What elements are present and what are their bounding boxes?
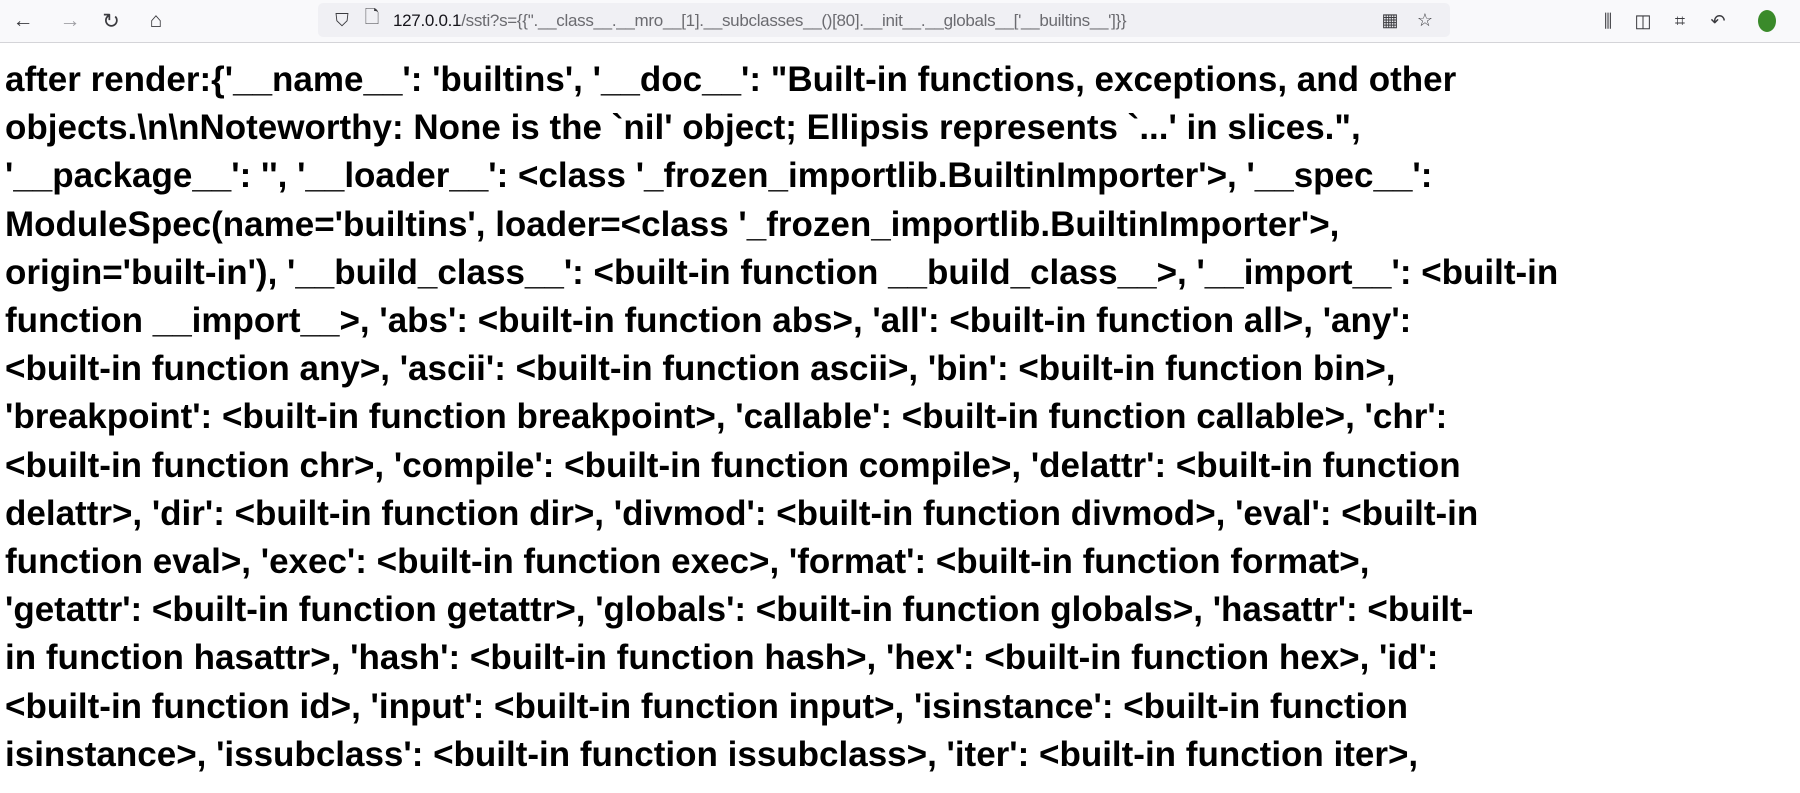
browser-toolbar: ← → ↻ ⌂ ⛉ 🗋 127.0.0.1/ssti?s={{''.__clas… <box>0 0 1800 43</box>
page-content: after render:{'__name__': 'builtins', '_… <box>5 56 1800 793</box>
output-text-line: <built-in function chr>, 'compile': <bui… <box>5 445 1461 485</box>
url-host: 127.0.0.1 <box>393 11 462 30</box>
sidebar-icon[interactable]: ◫ <box>1634 10 1652 31</box>
arrow-left-icon: ← <box>12 9 34 32</box>
page-icon[interactable]: 🗋 <box>364 7 380 27</box>
back-button[interactable]: ← <box>8 6 38 36</box>
output-text-line: isinstance>, 'issubclass': <built-in fun… <box>5 734 1419 774</box>
home-button[interactable]: ⌂ <box>141 6 171 36</box>
output-text-line: 'getattr': <built-in function getattr>, … <box>5 590 1474 630</box>
output-text-line: 'breakpoint': <built-in function breakpo… <box>5 397 1448 437</box>
arrow-right-icon: → <box>59 9 81 32</box>
output-text-line: <built-in function id>, 'input': <built-… <box>5 686 1409 726</box>
crop-screenshot-icon[interactable]: ⌗ <box>1674 10 1686 31</box>
output-text-line: after render:{'__name__': 'builtins', '_… <box>5 60 1457 99</box>
reload-button[interactable]: ↻ <box>96 6 126 36</box>
output-text-line: function __import__>, 'abs': <built-in f… <box>5 301 1412 341</box>
output-text-line: <built-in function any>, 'ascii': <built… <box>5 349 1396 389</box>
forward-button[interactable]: → <box>55 6 85 36</box>
undo-arrow-icon[interactable]: ↶ <box>1710 10 1726 31</box>
output-text-line: '__package__': '', '__loader__': <class … <box>5 156 1433 196</box>
home-icon: ⌂ <box>149 9 163 32</box>
qr-code-icon[interactable]: ▦ <box>1381 9 1399 30</box>
output-text-line: origin='built-in'), '__build_class__': <… <box>5 252 1559 292</box>
url-path: /ssti?s={{''.__class__.__mro__[1].__subc… <box>461 11 1127 30</box>
library-icon[interactable]: ⫼ <box>1603 10 1613 31</box>
output-text-line: in function hasattr>, 'hash': <built-in … <box>5 638 1439 678</box>
reload-icon: ↻ <box>102 9 120 33</box>
extension-icon[interactable] <box>1752 6 1782 36</box>
bookmark-star-icon[interactable]: ☆ <box>1416 9 1434 30</box>
url-text[interactable]: 127.0.0.1/ssti?s={{''.__class__.__mro__[… <box>393 11 1127 31</box>
output-text-line: objects.\n\nNoteworthy: None is the `nil… <box>5 108 1361 148</box>
output-text-line: function eval>, 'exec': <built-in functi… <box>5 542 1370 582</box>
output-text-line: ModuleSpec(name='builtins', loader=<clas… <box>5 204 1340 244</box>
output-text-line: delattr>, 'dir': <built-in function dir>… <box>5 493 1479 533</box>
address-bar[interactable]: ⛉ 🗋 127.0.0.1/ssti?s={{''.__class__.__mr… <box>318 3 1450 37</box>
shield-icon[interactable]: ⛉ <box>335 9 349 30</box>
